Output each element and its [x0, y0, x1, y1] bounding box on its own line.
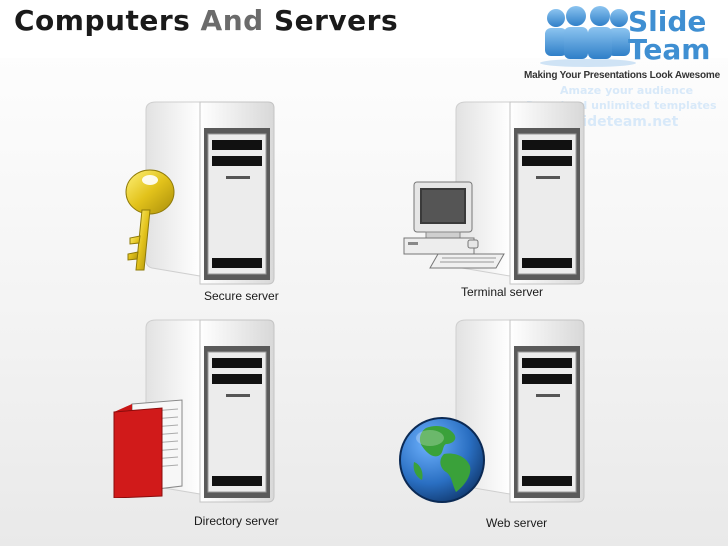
- server-label-secure: Secure server: [204, 289, 279, 303]
- server-label-terminal: Terminal server: [461, 285, 544, 299]
- desktop-computer-icon: [403, 181, 505, 269]
- server-label-directory: Directory server: [194, 514, 279, 528]
- key-icon: [125, 169, 175, 271]
- slide-title: Computers And Servers: [14, 4, 398, 37]
- title-word-3: Servers: [273, 4, 399, 37]
- title-word-2: And: [200, 4, 264, 37]
- title-word-1: Computers: [14, 4, 191, 37]
- logo-brand-line1: Slide: [628, 5, 707, 38]
- globe-icon: [399, 417, 485, 503]
- logo-tagline: Making Your Presentations Look Awesome: [524, 70, 720, 81]
- book-icon: [113, 399, 183, 498]
- server-label-web: Web server: [486, 516, 548, 530]
- people-icon: [540, 6, 636, 67]
- logo-brand-line2: Team: [628, 33, 711, 66]
- promo-line-1: Amaze your audience: [560, 84, 694, 97]
